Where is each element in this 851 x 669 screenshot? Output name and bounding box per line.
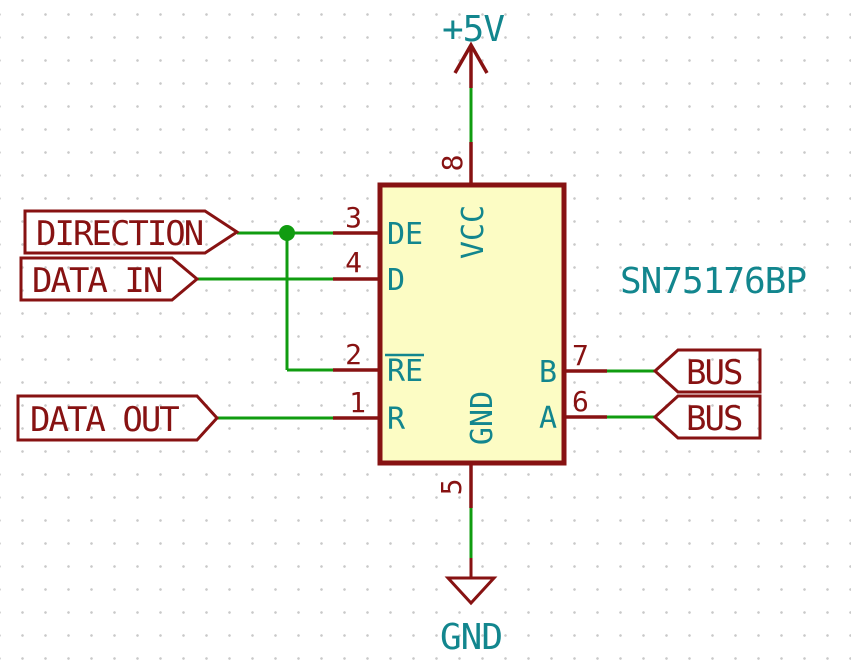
pin-number-1: 1 xyxy=(349,386,366,419)
power-5v-label[interactable]: +5V xyxy=(442,9,505,50)
net-label-dataout-flag[interactable] xyxy=(16,394,220,442)
pin-name-b: B xyxy=(539,355,557,390)
junction-dot[interactable] xyxy=(279,225,295,241)
teal-texts: DE D RE R B A VCC GND +5V GND SN75176BP xyxy=(387,9,807,658)
pin-number-3: 3 xyxy=(345,201,362,234)
pin-number-8: 8 xyxy=(436,155,469,172)
pin-name-gnd: GND xyxy=(465,391,500,445)
pins xyxy=(333,142,607,508)
power-symbol-5v xyxy=(453,41,489,88)
net-label-dataout-text[interactable]: DATA OUT xyxy=(30,400,181,440)
power-gnd-label[interactable]: GND xyxy=(440,617,503,658)
red-texts: DIRECTION DATA IN DATA OUT BUS BUS 3 4 2… xyxy=(30,155,744,496)
pin-name-de: DE xyxy=(387,217,423,252)
net-label-datain-flag[interactable] xyxy=(19,256,200,302)
net-label-bus-a-flag[interactable] xyxy=(652,394,762,440)
component-value-text[interactable]: SN75176BP xyxy=(620,261,807,302)
net-label-datain-text[interactable]: DATA IN xyxy=(32,261,164,301)
pin-name-re: RE xyxy=(387,354,423,389)
pin-number-7: 7 xyxy=(572,339,589,372)
pin-number-2: 2 xyxy=(345,338,362,371)
net-label-bus-a-text[interactable]: BUS xyxy=(686,399,744,439)
net-label-bus-b-text[interactable]: BUS xyxy=(686,353,744,393)
net-label-flags xyxy=(16,209,762,442)
pin-name-vcc: VCC xyxy=(456,205,491,259)
power-gnd-triangle-icon[interactable] xyxy=(444,576,498,606)
power-symbol-gnd xyxy=(444,558,498,606)
pin-name-r: R xyxy=(387,402,406,437)
net-label-direction-flag[interactable] xyxy=(23,209,240,255)
pin-number-6: 6 xyxy=(572,385,589,418)
net-label-bus-b-flag[interactable] xyxy=(652,348,762,394)
pin-number-4: 4 xyxy=(345,246,362,279)
pin-number-5: 5 xyxy=(435,479,468,496)
pin-name-d: D xyxy=(387,263,405,298)
pin-name-a: A xyxy=(539,401,557,436)
power-5v-arrow-icon[interactable] xyxy=(453,41,489,74)
net-label-direction-text[interactable]: DIRECTION xyxy=(36,214,205,254)
